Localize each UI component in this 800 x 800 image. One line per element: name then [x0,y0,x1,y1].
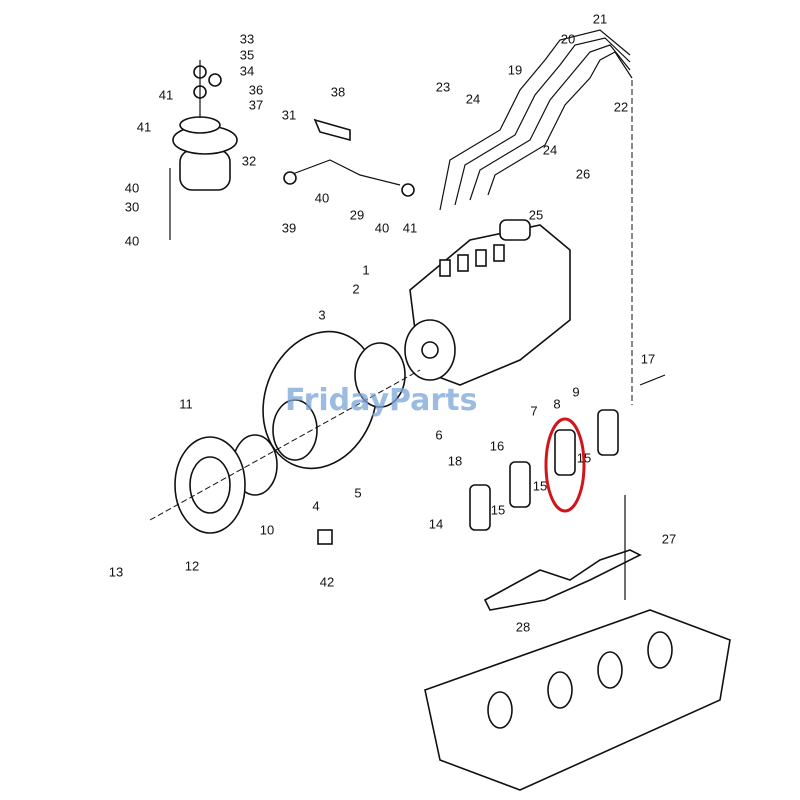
callout-4: 4 [312,498,319,513]
callout-2: 2 [352,281,359,296]
injection-pump [404,219,571,386]
callout-38: 38 [331,84,345,99]
callout-20: 20 [561,31,575,46]
injectors [469,374,666,611]
callout-22: 22 [614,99,628,114]
callout-34: 34 [240,63,254,78]
callout-28: 28 [516,619,530,634]
callout-26: 26 [576,166,590,181]
callout-29: 29 [350,207,364,222]
callout-12: 12 [185,558,199,573]
callout-27: 27 [662,531,676,546]
callout-15: 15 [533,478,547,493]
callout-42: 42 [320,574,334,589]
callout-13: 13 [109,564,123,579]
callout-18: 18 [448,453,462,468]
fuel-filter-assembly [169,60,415,240]
callout-17: 17 [641,351,655,366]
callout-5: 5 [354,485,361,500]
callout-15: 15 [577,450,591,465]
callout-35: 35 [240,47,254,62]
callout-33: 33 [240,31,254,46]
cylinder-head [424,609,731,791]
callout-1: 1 [362,262,369,277]
highlight-circle [544,417,586,513]
callout-14: 14 [429,516,443,531]
callout-21: 21 [593,11,607,26]
callout-40: 40 [125,180,139,195]
callout-15: 15 [491,502,505,517]
callout-7: 7 [530,403,537,418]
callout-25: 25 [529,207,543,222]
callout-30: 30 [125,199,139,214]
callout-19: 19 [508,62,522,77]
callout-23: 23 [436,79,450,94]
callout-24: 24 [543,142,557,157]
callout-11: 11 [179,396,193,411]
callout-40: 40 [125,233,139,248]
callout-8: 8 [553,396,560,411]
callout-16: 16 [490,438,504,453]
callout-10: 10 [260,522,274,537]
drive-gear-and-plates [149,330,421,545]
callout-40: 40 [375,220,389,235]
callout-32: 32 [242,153,256,168]
callout-24: 24 [466,91,480,106]
callout-37: 37 [249,97,263,112]
callout-41: 41 [403,220,417,235]
callout-41: 41 [159,87,173,102]
callout-41: 41 [137,119,151,134]
watermark-logo: FridayParts [285,383,477,418]
callout-40: 40 [315,190,329,205]
callout-39: 39 [282,220,296,235]
callout-36: 36 [249,82,263,97]
injection-lines [439,29,633,405]
callout-9: 9 [572,384,579,399]
callout-labels: 33 35 34 36 37 31 41 38 41 32 40 30 40 3… [109,11,676,634]
callout-31: 31 [282,107,296,122]
callout-3: 3 [318,307,325,322]
callout-6: 6 [435,427,442,442]
